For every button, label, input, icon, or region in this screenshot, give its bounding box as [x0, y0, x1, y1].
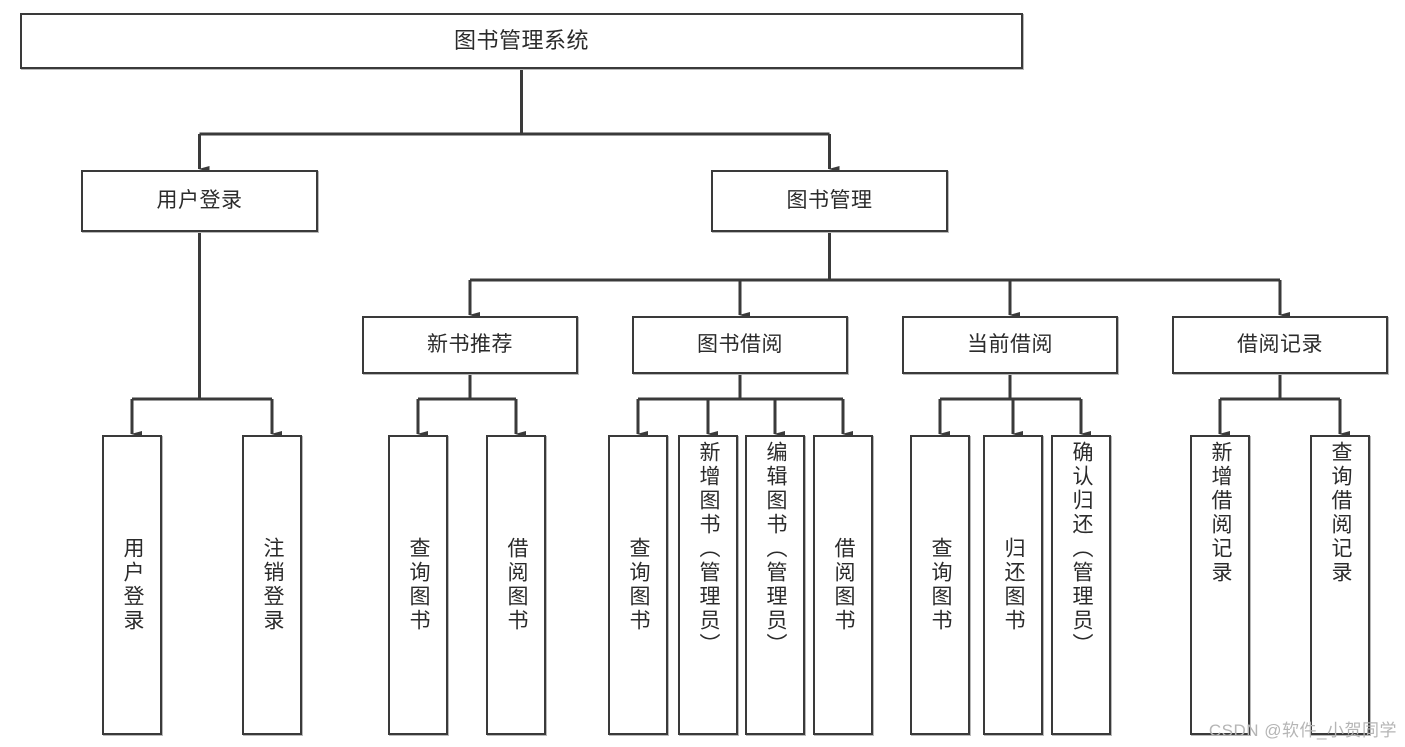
- node-leaf-logout[interactable]: 注销登录: [242, 435, 302, 735]
- node-label: 用户登录: [121, 537, 145, 633]
- node-label: 注销登录: [261, 537, 285, 633]
- node-l3-current[interactable]: 当前借阅: [902, 316, 1118, 374]
- node-leaf-bk-edit[interactable]: 编辑图书（管理员）: [745, 435, 805, 735]
- node-label: 图书管理系统: [453, 27, 589, 53]
- node-l3-history[interactable]: 借阅记录: [1172, 316, 1388, 374]
- node-label: 查询图书: [407, 537, 431, 633]
- node-root[interactable]: 图书管理系统: [20, 13, 1023, 69]
- node-leaf-nb-query[interactable]: 查询图书: [388, 435, 448, 735]
- csdn-watermark: CSDN @软件_小贺同学: [1208, 721, 1397, 740]
- node-label: 借阅图书: [505, 537, 529, 633]
- node-leaf-nb-borrow[interactable]: 借阅图书: [486, 435, 546, 735]
- node-label: 新书推荐: [427, 332, 513, 356]
- node-label: 当前借阅: [967, 332, 1053, 356]
- node-leaf-hi-add[interactable]: 新增借阅记录: [1190, 435, 1250, 735]
- node-leaf-cur-return[interactable]: 归还图书: [983, 435, 1043, 735]
- node-label: 查询图书: [627, 537, 651, 633]
- node-leaf-bk-borrow[interactable]: 借阅图书: [813, 435, 873, 735]
- node-label: 借阅记录: [1237, 332, 1323, 356]
- node-l3-borrow[interactable]: 图书借阅: [632, 316, 848, 374]
- node-label: 编辑图书（管理员）: [764, 441, 788, 657]
- node-label: 图书管理: [786, 188, 873, 212]
- node-label: 借阅图书: [832, 537, 856, 633]
- node-leaf-hi-query[interactable]: 查询借阅记录: [1310, 435, 1370, 735]
- node-label: 查询借阅记录: [1329, 441, 1353, 585]
- node-label: 归还图书: [1002, 537, 1026, 633]
- node-label: 新增借阅记录: [1209, 441, 1233, 585]
- node-leaf-cur-confirm[interactable]: 确认归还（管理员）: [1051, 435, 1111, 735]
- node-label: 新增图书（管理员）: [697, 441, 721, 657]
- node-leaf-bk-query[interactable]: 查询图书: [608, 435, 668, 735]
- node-label: 确认归还（管理员）: [1070, 441, 1094, 657]
- node-leaf-cur-query[interactable]: 查询图书: [910, 435, 970, 735]
- node-l2-login[interactable]: 用户登录: [81, 170, 318, 232]
- node-label: 图书借阅: [697, 332, 783, 356]
- node-label: 查询图书: [929, 537, 953, 633]
- node-leaf-userlogin[interactable]: 用户登录: [102, 435, 162, 735]
- node-label: 用户登录: [156, 188, 243, 212]
- node-leaf-bk-add[interactable]: 新增图书（管理员）: [678, 435, 738, 735]
- node-l2-books[interactable]: 图书管理: [711, 170, 948, 232]
- node-l3-newbook[interactable]: 新书推荐: [362, 316, 578, 374]
